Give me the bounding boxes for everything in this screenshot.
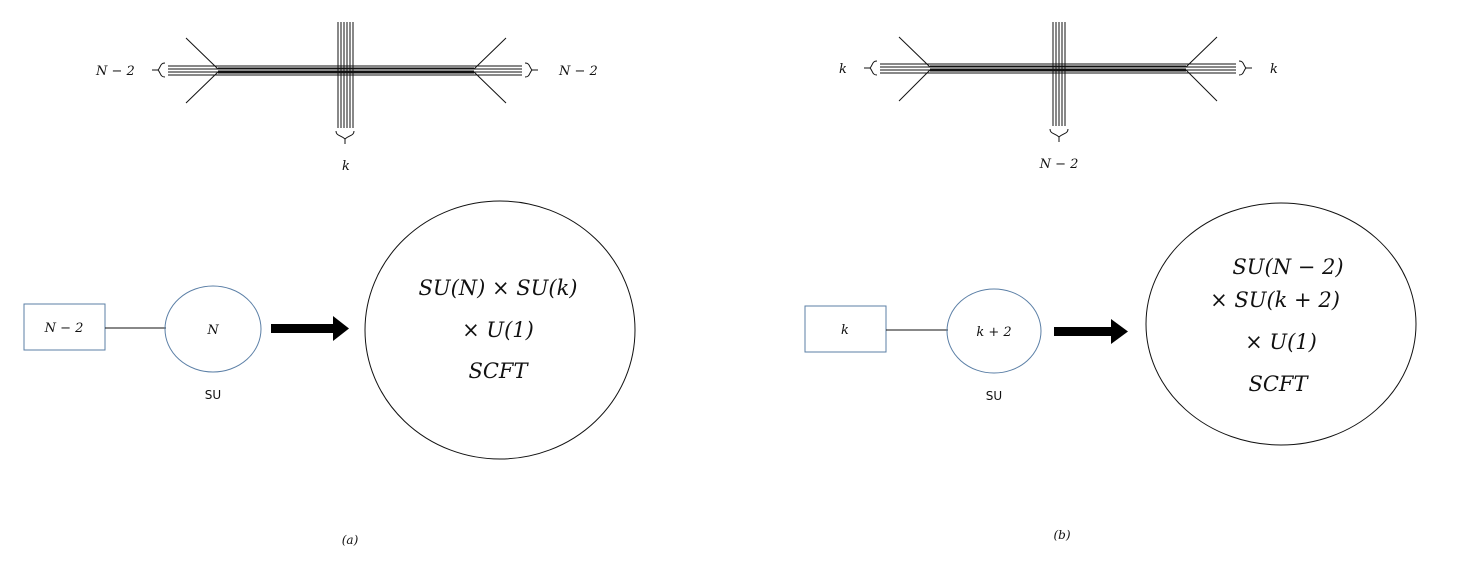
result-line4-b: SCFT (1248, 372, 1309, 396)
leg-upper-right-b (1185, 36, 1218, 68)
leg-lower-left-a (185, 71, 219, 104)
leg-lower-right-a (473, 71, 507, 104)
result-circle-a (364, 200, 636, 460)
left-brace-a (157, 62, 166, 78)
result-line2-a: × U(1) (462, 318, 534, 342)
brane-right-label-a: N − 2 (558, 64, 598, 79)
gauge-label-b: k + 2 (976, 325, 1011, 340)
result-b: SU(N − 2) × SU(k + 2) × U(1) SCFT (1145, 202, 1417, 446)
gauge-node-a (164, 285, 262, 373)
panel-a: N − 2 N − 2 k N − 2 N SU SU(N) × SU(k) ×… (23, 22, 636, 547)
leg-upper-right-a (473, 37, 507, 70)
flavor-label-b: k (841, 323, 849, 338)
brane-web-a (152, 22, 538, 144)
left-brace-b (869, 60, 878, 76)
right-brace-b (1238, 60, 1247, 76)
gauge-type-b: SU (986, 389, 1002, 403)
bottom-brace-a (335, 130, 355, 140)
leg-upper-left-a (185, 37, 219, 70)
result-line1-a: SU(N) × SU(k) (419, 276, 578, 300)
vertical-stack-b (1052, 22, 1066, 126)
bottom-brace-b (1049, 128, 1069, 138)
gauge-label-a: N (206, 323, 219, 338)
result-line3-a: SCFT (468, 359, 529, 383)
brane-web-b (864, 22, 1252, 142)
brane-bottom-label-b: N − 2 (1039, 157, 1079, 172)
result-circle-b (1145, 202, 1417, 446)
flavor-box-a (23, 303, 106, 351)
leg-lower-right-b (1185, 69, 1218, 102)
result-line1-b: SU(N − 2) (1232, 255, 1343, 279)
gauge-type-a: SU (205, 388, 221, 402)
brane-bottom-label-a: k (342, 159, 350, 174)
brane-left-label-b: k (839, 62, 847, 77)
quiver-a: N − 2 N SU (23, 285, 262, 402)
result-line2-b: × SU(k + 2) (1210, 288, 1340, 312)
quiver-b: k k + 2 SU (804, 288, 1042, 403)
panel-b: k k N − 2 k k + 2 SU SU(N − 2) × SU(k + … (804, 22, 1417, 542)
result-a: SU(N) × SU(k) × U(1) SCFT (364, 200, 636, 460)
brane-left-label-a: N − 2 (95, 64, 135, 79)
arrow-b (1054, 319, 1128, 344)
horizontal-stack-b (880, 63, 1236, 74)
caption-b: (b) (1053, 528, 1070, 542)
arrow-a (271, 316, 349, 341)
vertical-stack-a (337, 22, 354, 128)
leg-upper-left-b (898, 36, 931, 68)
gauge-node-b (946, 288, 1042, 374)
horizontal-stack-a (168, 65, 522, 76)
leg-lower-left-b (898, 69, 931, 102)
result-line3-b: × U(1) (1245, 330, 1317, 354)
right-brace-a (524, 62, 533, 78)
flavor-box-b (804, 305, 887, 353)
brane-right-label-b: k (1270, 62, 1278, 77)
caption-a: (a) (342, 533, 359, 547)
flavor-label-a: N − 2 (44, 321, 84, 336)
